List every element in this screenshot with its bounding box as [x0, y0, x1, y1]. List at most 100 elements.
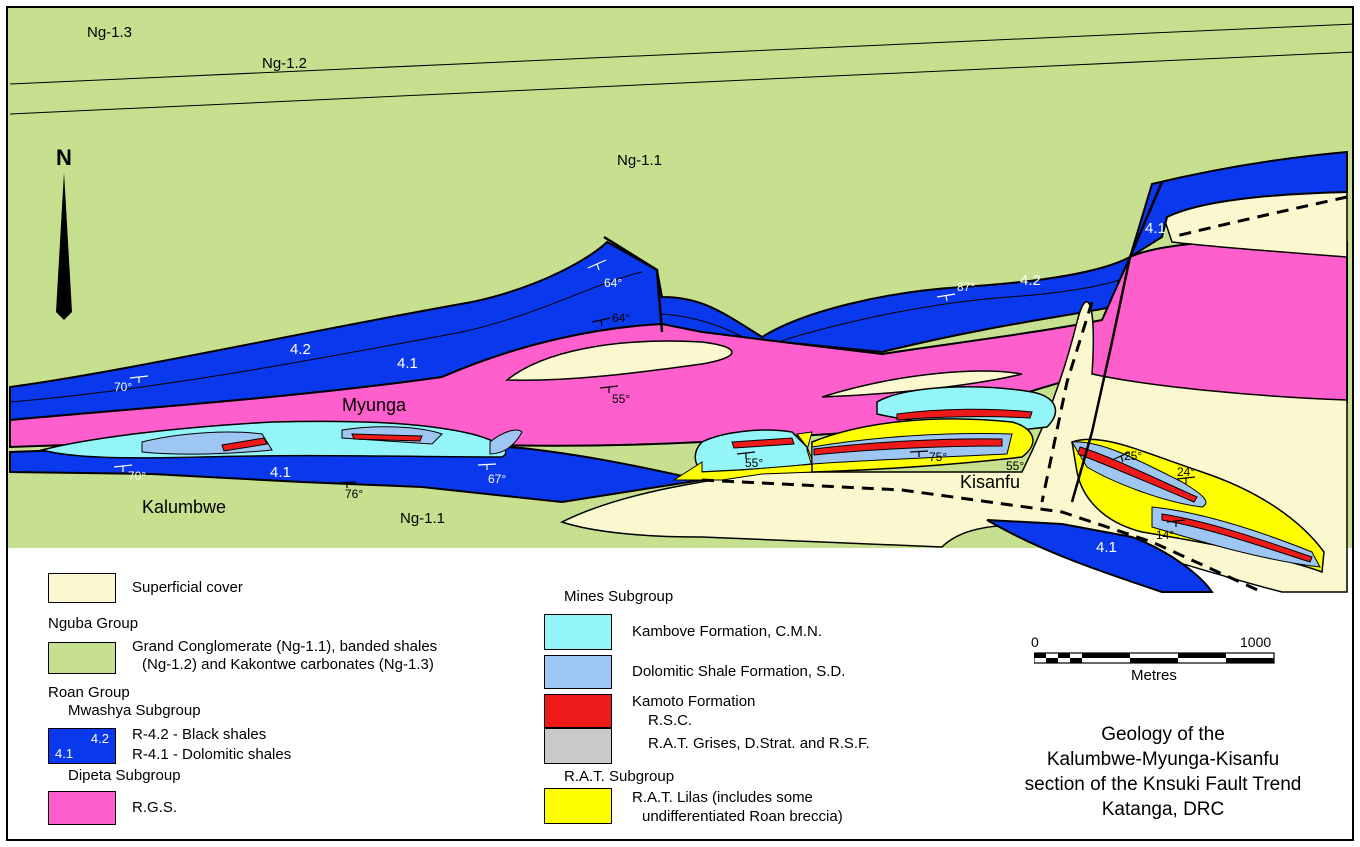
legend-heading-rat: R.A.T. Subgroup — [564, 768, 675, 785]
label-kisanfu: Kisanfu — [960, 472, 1020, 492]
label-myunga: Myunga — [342, 395, 407, 415]
dip-symbol — [129, 375, 149, 383]
dip-symbols-dark — [337, 317, 1196, 527]
label-unit-42-west: 4.2 — [290, 341, 311, 358]
superficial-lens-east — [821, 370, 1023, 398]
legend-swatch-41: 4.1 — [55, 746, 74, 761]
label-unit-42-east: 4.2 — [1020, 272, 1041, 289]
legend-label-nguba-1: Grand Conglomerate (Ng-1.1), banded shal… — [132, 638, 438, 655]
mwashya-band-ne — [1128, 150, 1348, 260]
fault-dashed-3 — [701, 478, 1263, 594]
map-title: Geology of the Kalumbwe-Myunga-Kisanfu s… — [998, 722, 1328, 822]
legend-swatch-mwashya: 4.2 4.1 — [48, 728, 116, 764]
north-arrow-label: N — [56, 145, 72, 170]
legend-label-kambove: Kambove Formation, C.M.N. — [632, 623, 823, 640]
dip-symbol — [599, 385, 619, 393]
legend-heading-roan: Roan Group — [48, 684, 130, 701]
dip-symbol — [337, 481, 357, 488]
legend-heading-mwashya: Mwashya Subgroup — [68, 702, 201, 719]
scale-bar-graphic — [1034, 652, 1275, 664]
dip-value: 55° — [745, 456, 763, 470]
label-ng11-top: Ng-1.1 — [617, 152, 662, 169]
legend-label-r41: R-4.1 - Dolomitic shales — [132, 746, 292, 763]
label-ng12: Ng-1.2 — [262, 55, 307, 72]
dip-value: 25° — [1124, 449, 1142, 463]
dip-symbol — [591, 317, 611, 327]
rsc-lens-east — [813, 438, 1003, 456]
dip-value: 76° — [345, 487, 363, 501]
dip-value: 24° — [1177, 465, 1195, 479]
title-line-2: Kalumbwe-Myunga-Kisanfu — [1046, 749, 1280, 770]
dip-value: 55° — [612, 392, 630, 406]
legend-swatch-kambove — [544, 614, 612, 650]
north-arrow: N — [56, 145, 72, 320]
legend-heading-nguba: Nguba Group — [48, 615, 139, 632]
legend-label-sd: Dolomitic Shale Formation, S.D. — [632, 663, 846, 680]
dip-symbol — [477, 463, 497, 470]
title-line-1: Geology of the — [1101, 724, 1225, 745]
dip-symbol — [1111, 451, 1131, 463]
legend-label-nguba-2: (Ng-1.2) and Kakontwe carbonates (Ng-1.3… — [142, 656, 434, 673]
ng-band-line-2 — [9, 51, 1352, 115]
ng-band-line-1 — [9, 23, 1352, 85]
legend-label-rgs: R.G.S. — [132, 799, 178, 816]
label-unit-41-se: 4.1 — [1096, 539, 1117, 556]
fault-dashed-2 — [1040, 301, 1094, 503]
superficial-lens-central — [504, 340, 733, 381]
dip-value: 87° — [957, 280, 975, 294]
rsc-lens-se-2 — [1161, 513, 1313, 563]
rsc-lens-east-2 — [896, 408, 1033, 421]
legend-swatch-42: 4.2 — [90, 731, 109, 746]
dip-value: 64° — [612, 311, 630, 325]
legend-swatch-nguba — [48, 642, 116, 674]
dip-symbol — [909, 450, 929, 457]
label-ng11-bottom: Ng-1.1 — [400, 510, 445, 527]
legend-label-lilas-2: undifferentiated Roan breccia) — [642, 808, 843, 825]
legend-swatch-sd — [544, 655, 612, 689]
legend-swatch-superficial — [48, 573, 116, 603]
legend-heading-mines: Mines Subgroup — [564, 588, 674, 605]
legend-swatch-grises — [544, 728, 612, 764]
sd-lens-west-3 — [489, 429, 523, 455]
legend-swatch-lilas — [544, 788, 612, 824]
fault-east — [1070, 181, 1164, 503]
scale-unit: Metres — [1131, 667, 1177, 684]
dip-value: 14° — [1156, 528, 1174, 542]
dip-symbol — [936, 293, 956, 302]
legend-label-kamoto: Kamoto Formation — [632, 693, 756, 710]
map-figure: N Ng-1.3 Ng-1.2 Ng-1.1 Ng-1.1 Myunga Kal… — [6, 6, 1354, 841]
title-line-4: Katanga, DRC — [1101, 799, 1225, 820]
label-unit-41-west: 4.1 — [397, 355, 418, 372]
scale-end: 1000 — [1240, 634, 1272, 650]
legend-swatch-rgs — [48, 791, 116, 825]
legend-label-superficial: Superficial cover — [132, 579, 243, 596]
rsc-lens-west-2 — [351, 433, 423, 442]
dip-symbol — [113, 464, 133, 472]
label-ng13: Ng-1.3 — [87, 24, 132, 41]
legend-label-r42: R-4.2 - Black shales — [132, 726, 267, 743]
rsc-lens-central — [731, 437, 795, 449]
dip-value: 75° — [929, 450, 947, 464]
dip-symbol — [1166, 519, 1186, 527]
scale-start: 0 — [1031, 634, 1039, 650]
legend-swatch-rsc — [544, 694, 612, 728]
legend-label-lilas-1: R.A.T. Lilas (includes some — [632, 789, 813, 806]
dip-value: 70° — [114, 380, 132, 394]
dip-symbol — [1176, 476, 1196, 484]
rsc-lens-west — [221, 437, 268, 452]
scale-bar: 0 1000 Metres — [1031, 634, 1284, 684]
fault-dashed-1 — [1171, 195, 1348, 239]
dip-value: 70° — [128, 469, 146, 483]
rsc-lens-se — [1077, 446, 1198, 503]
dip-symbol — [736, 451, 756, 459]
title-line-3: section of the Knsuki Fault Trend — [1024, 774, 1302, 795]
dip-value: 64° — [604, 276, 622, 290]
legend-heading-dipeta: Dipeta Subgroup — [68, 767, 181, 784]
dip-symbols — [113, 259, 956, 472]
legend-label-grises: R.A.T. Grises, D.Strat. and R.S.F. — [648, 735, 870, 752]
band-contact-line-west — [9, 271, 643, 403]
geological-map: N Ng-1.3 Ng-1.2 Ng-1.1 Ng-1.1 Myunga Kal… — [8, 8, 1352, 594]
fault-central — [603, 235, 664, 333]
dip-value: 67° — [488, 472, 506, 486]
dip-symbol — [587, 259, 607, 271]
